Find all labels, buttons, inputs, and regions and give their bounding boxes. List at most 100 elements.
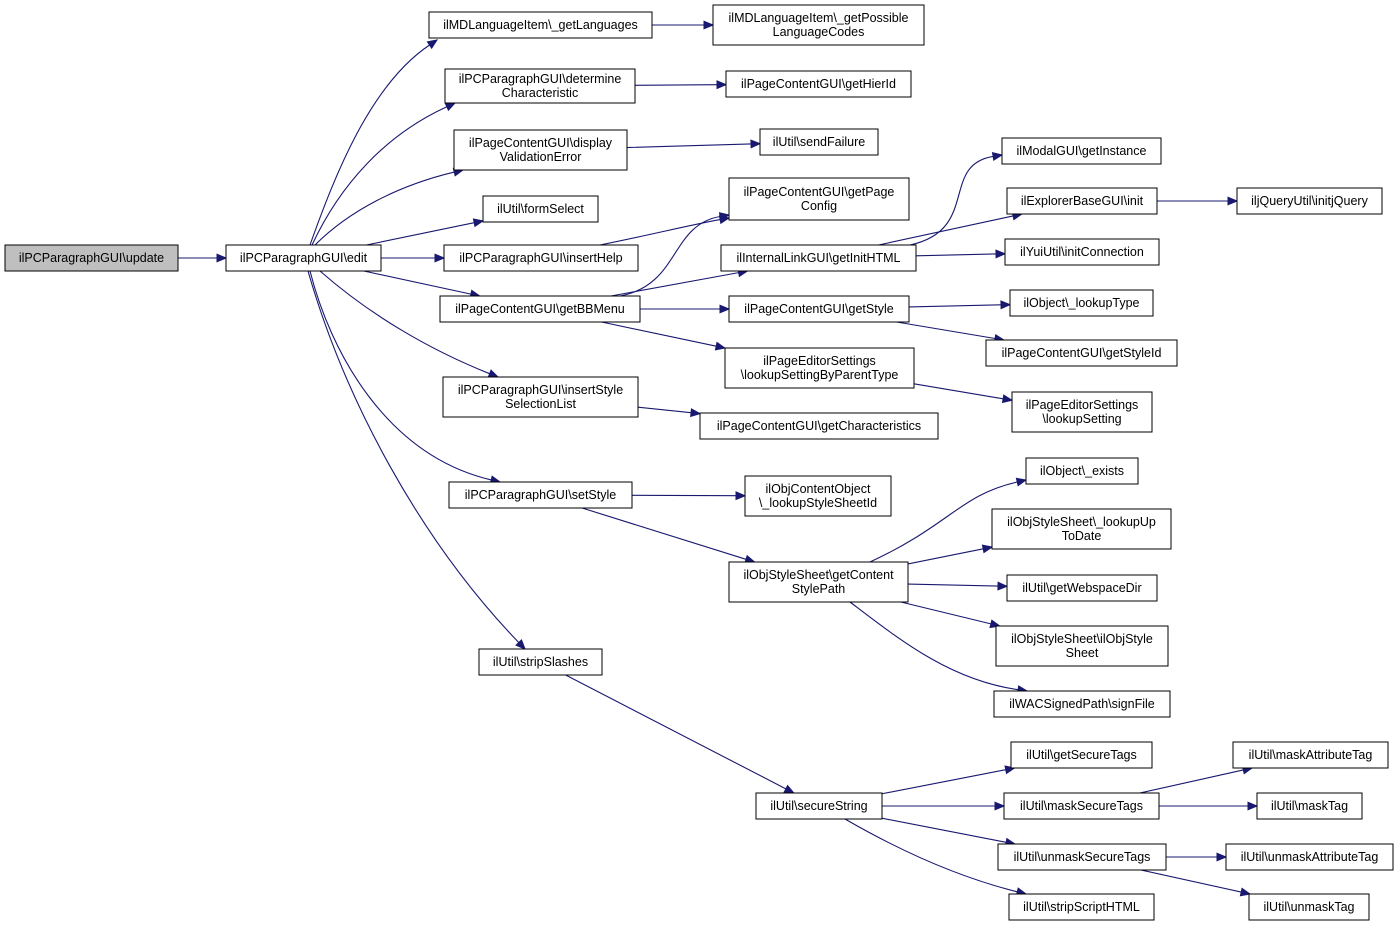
node-objectExists[interactable]: ilObject\_exists — [1025, 457, 1139, 485]
node-label: ilUtil\getWebspaceDir — [1022, 581, 1141, 595]
node-label: ilYuiUtil\initConnection — [1020, 245, 1144, 259]
node-box — [442, 376, 639, 418]
edge-line — [309, 270, 492, 481]
node-getBBMenu[interactable]: ilPageContentGUI\getBBMenu — [439, 295, 641, 323]
node-edit[interactable]: ilPCParagraphGUI\edit — [225, 244, 382, 272]
node-box — [478, 648, 603, 676]
edge-unmaskSecureTags-to-unmaskAttributeTag — [1165, 852, 1228, 862]
edge-line — [869, 481, 1018, 563]
node-label: ilPCParagraphGUI\determine — [459, 72, 622, 86]
arrowhead-icon — [750, 139, 762, 149]
node-getStyleId[interactable]: ilPageContentGUI\getStyleId — [985, 339, 1178, 367]
edge-line — [913, 383, 1004, 400]
node-label: ilUtil\unmaskAttributeTag — [1241, 850, 1379, 864]
edge-getStyle-to-getStyleId — [896, 321, 1006, 343]
node-ilObjStyleSheet[interactable]: ilObjStyleSheet\ilObjStyleSheet — [995, 625, 1169, 667]
node-label: ilUtil\stripScriptHTML — [1023, 900, 1140, 914]
edge-line — [319, 270, 490, 375]
edge-line — [878, 215, 1014, 246]
node-getLanguages[interactable]: ilMDLanguageItem\_getLanguages — [428, 11, 653, 39]
node-update[interactable]: ilPCParagraphGUI\update — [4, 244, 179, 272]
node-label: ilPageContentGUI\getStyleId — [1002, 346, 1162, 360]
edge-getBBMenu-to-getStyle — [640, 304, 731, 314]
node-box — [1004, 238, 1160, 266]
arrowhead-icon — [426, 39, 439, 50]
node-initConnection[interactable]: ilYuiUtil\initConnection — [1004, 238, 1160, 266]
node-label: ilUtil\unmaskTag — [1263, 900, 1354, 914]
node-signFile[interactable]: ilWACSignedPath\signFile — [993, 690, 1171, 718]
arrowhead-icon — [716, 80, 728, 90]
node-lookupSetting[interactable]: ilPageEditorSettings\lookupSetting — [1011, 391, 1153, 433]
arrowhead-icon — [487, 369, 500, 378]
node-getHierId[interactable]: ilPageContentGUI\getHierId — [725, 70, 912, 98]
node-label: ilPCParagraphGUI\insertHelp — [459, 251, 622, 265]
edge-line — [634, 84, 718, 86]
node-maskTag[interactable]: ilUtil\maskTag — [1256, 792, 1363, 820]
node-label: ilPageEditorSettings — [1026, 398, 1139, 412]
node-getInstance[interactable]: ilModalGUI\getInstance — [1001, 137, 1162, 165]
node-box — [724, 347, 915, 389]
node-getSecureTags[interactable]: ilUtil\getSecureTags — [1010, 741, 1153, 769]
edge-edit-to-insertHelp — [380, 253, 446, 263]
arrowhead-icon — [1247, 801, 1259, 811]
node-insertStyleSelectionList[interactable]: ilPCParagraphGUI\insertStyleSelectionLis… — [442, 376, 639, 418]
nodes-layer: ilPCParagraphGUI\update ilPCParagraphGUI\… — [4, 4, 1394, 921]
node-getStyle[interactable]: ilPageContentGUI\getStyle — [728, 295, 910, 323]
node-lookupStyleSheetId[interactable]: ilObjContentObject\_lookupStyleSheetId — [744, 475, 892, 517]
node-initjQuery[interactable]: iljQueryUtil\initjQuery — [1236, 187, 1383, 215]
node-stripScriptHTML[interactable]: ilUtil\stripScriptHTML — [1008, 893, 1155, 921]
edge-edit-to-getBBMenu — [363, 270, 481, 299]
node-box — [1025, 457, 1139, 485]
node-label: \_lookupStyleSheetId — [759, 496, 877, 510]
node-getInitHTML[interactable]: ilInternalLinkGUI\getInitHTML — [720, 244, 917, 272]
node-unmaskAttributeTag[interactable]: ilUtil\unmaskAttributeTag — [1225, 843, 1394, 871]
node-formSelect[interactable]: ilUtil\formSelect — [482, 195, 599, 223]
node-getWebspaceDir[interactable]: ilUtil\getWebspaceDir — [1006, 574, 1158, 602]
node-stripSlashes[interactable]: ilUtil\stripSlashes — [478, 648, 603, 676]
node-explorerInit[interactable]: ilExplorerBaseGUI\init — [1006, 187, 1158, 215]
node-label: ilPCParagraphGUI\insertStyle — [458, 383, 623, 397]
arrowhead-icon — [981, 544, 994, 554]
edge-edit-to-displayValidationError — [314, 167, 465, 246]
node-box — [225, 244, 382, 272]
node-label: ilMDLanguageItem\_getLanguages — [443, 18, 638, 32]
node-lookupSettingByParentType[interactable]: ilPageEditorSettings\lookupSettingByPare… — [724, 347, 915, 389]
edge-edit-to-insertStyleSelectionList — [319, 270, 500, 378]
node-label: ilUtil\unmaskSecureTags — [1014, 850, 1151, 864]
edge-lookupSettingByParentType-to-lookupSetting — [913, 383, 1014, 404]
node-secureString[interactable]: ilUtil\secureString — [755, 792, 883, 820]
node-lookupType[interactable]: ilObject\_lookupType — [1009, 289, 1154, 317]
edge-getLanguages-to-getPossibleLanguageCodes — [652, 20, 715, 30]
edge-edit-to-formSelect — [366, 218, 485, 246]
node-label: ilObjContentObject — [766, 482, 871, 496]
node-label: ilObject\_exists — [1040, 464, 1124, 478]
node-setStyle[interactable]: ilPCParagraphGUI\setStyle — [448, 481, 633, 509]
edge-displayValidationError-to-sendFailure — [626, 139, 762, 149]
edge-maskSecureTags-to-maskTag — [1159, 801, 1259, 811]
node-unmaskTag[interactable]: ilUtil\unmaskTag — [1248, 893, 1370, 921]
edge-line — [908, 304, 1002, 308]
edge-getStyle-to-lookupType — [908, 300, 1012, 310]
node-box — [985, 339, 1178, 367]
node-sendFailure[interactable]: ilUtil\sendFailure — [759, 128, 879, 156]
node-maskSecureTags[interactable]: ilUtil\maskSecureTags — [1003, 792, 1160, 820]
node-insertHelp[interactable]: ilPCParagraphGUI\insertHelp — [443, 244, 639, 272]
arrowhead-icon — [735, 491, 747, 501]
node-unmaskSecureTags[interactable]: ilUtil\unmaskSecureTags — [997, 843, 1167, 871]
node-maskAttributeTag[interactable]: ilUtil\maskAttributeTag — [1232, 741, 1389, 769]
edge-line — [1139, 769, 1244, 794]
node-getCharacteristics[interactable]: ilPageContentGUI\getCharacteristics — [699, 412, 939, 440]
node-label: \lookupSettingByParentType — [741, 368, 899, 382]
arrowhead-icon — [1015, 477, 1028, 487]
node-box — [428, 11, 653, 39]
node-label: ilUtil\sendFailure — [773, 135, 865, 149]
node-getPossibleLanguageCodes[interactable]: ilMDLanguageItem\_getPossibleLanguageCod… — [712, 4, 925, 46]
arrowhead-icon — [1239, 887, 1252, 897]
node-box — [755, 792, 883, 820]
node-box — [1225, 843, 1394, 871]
